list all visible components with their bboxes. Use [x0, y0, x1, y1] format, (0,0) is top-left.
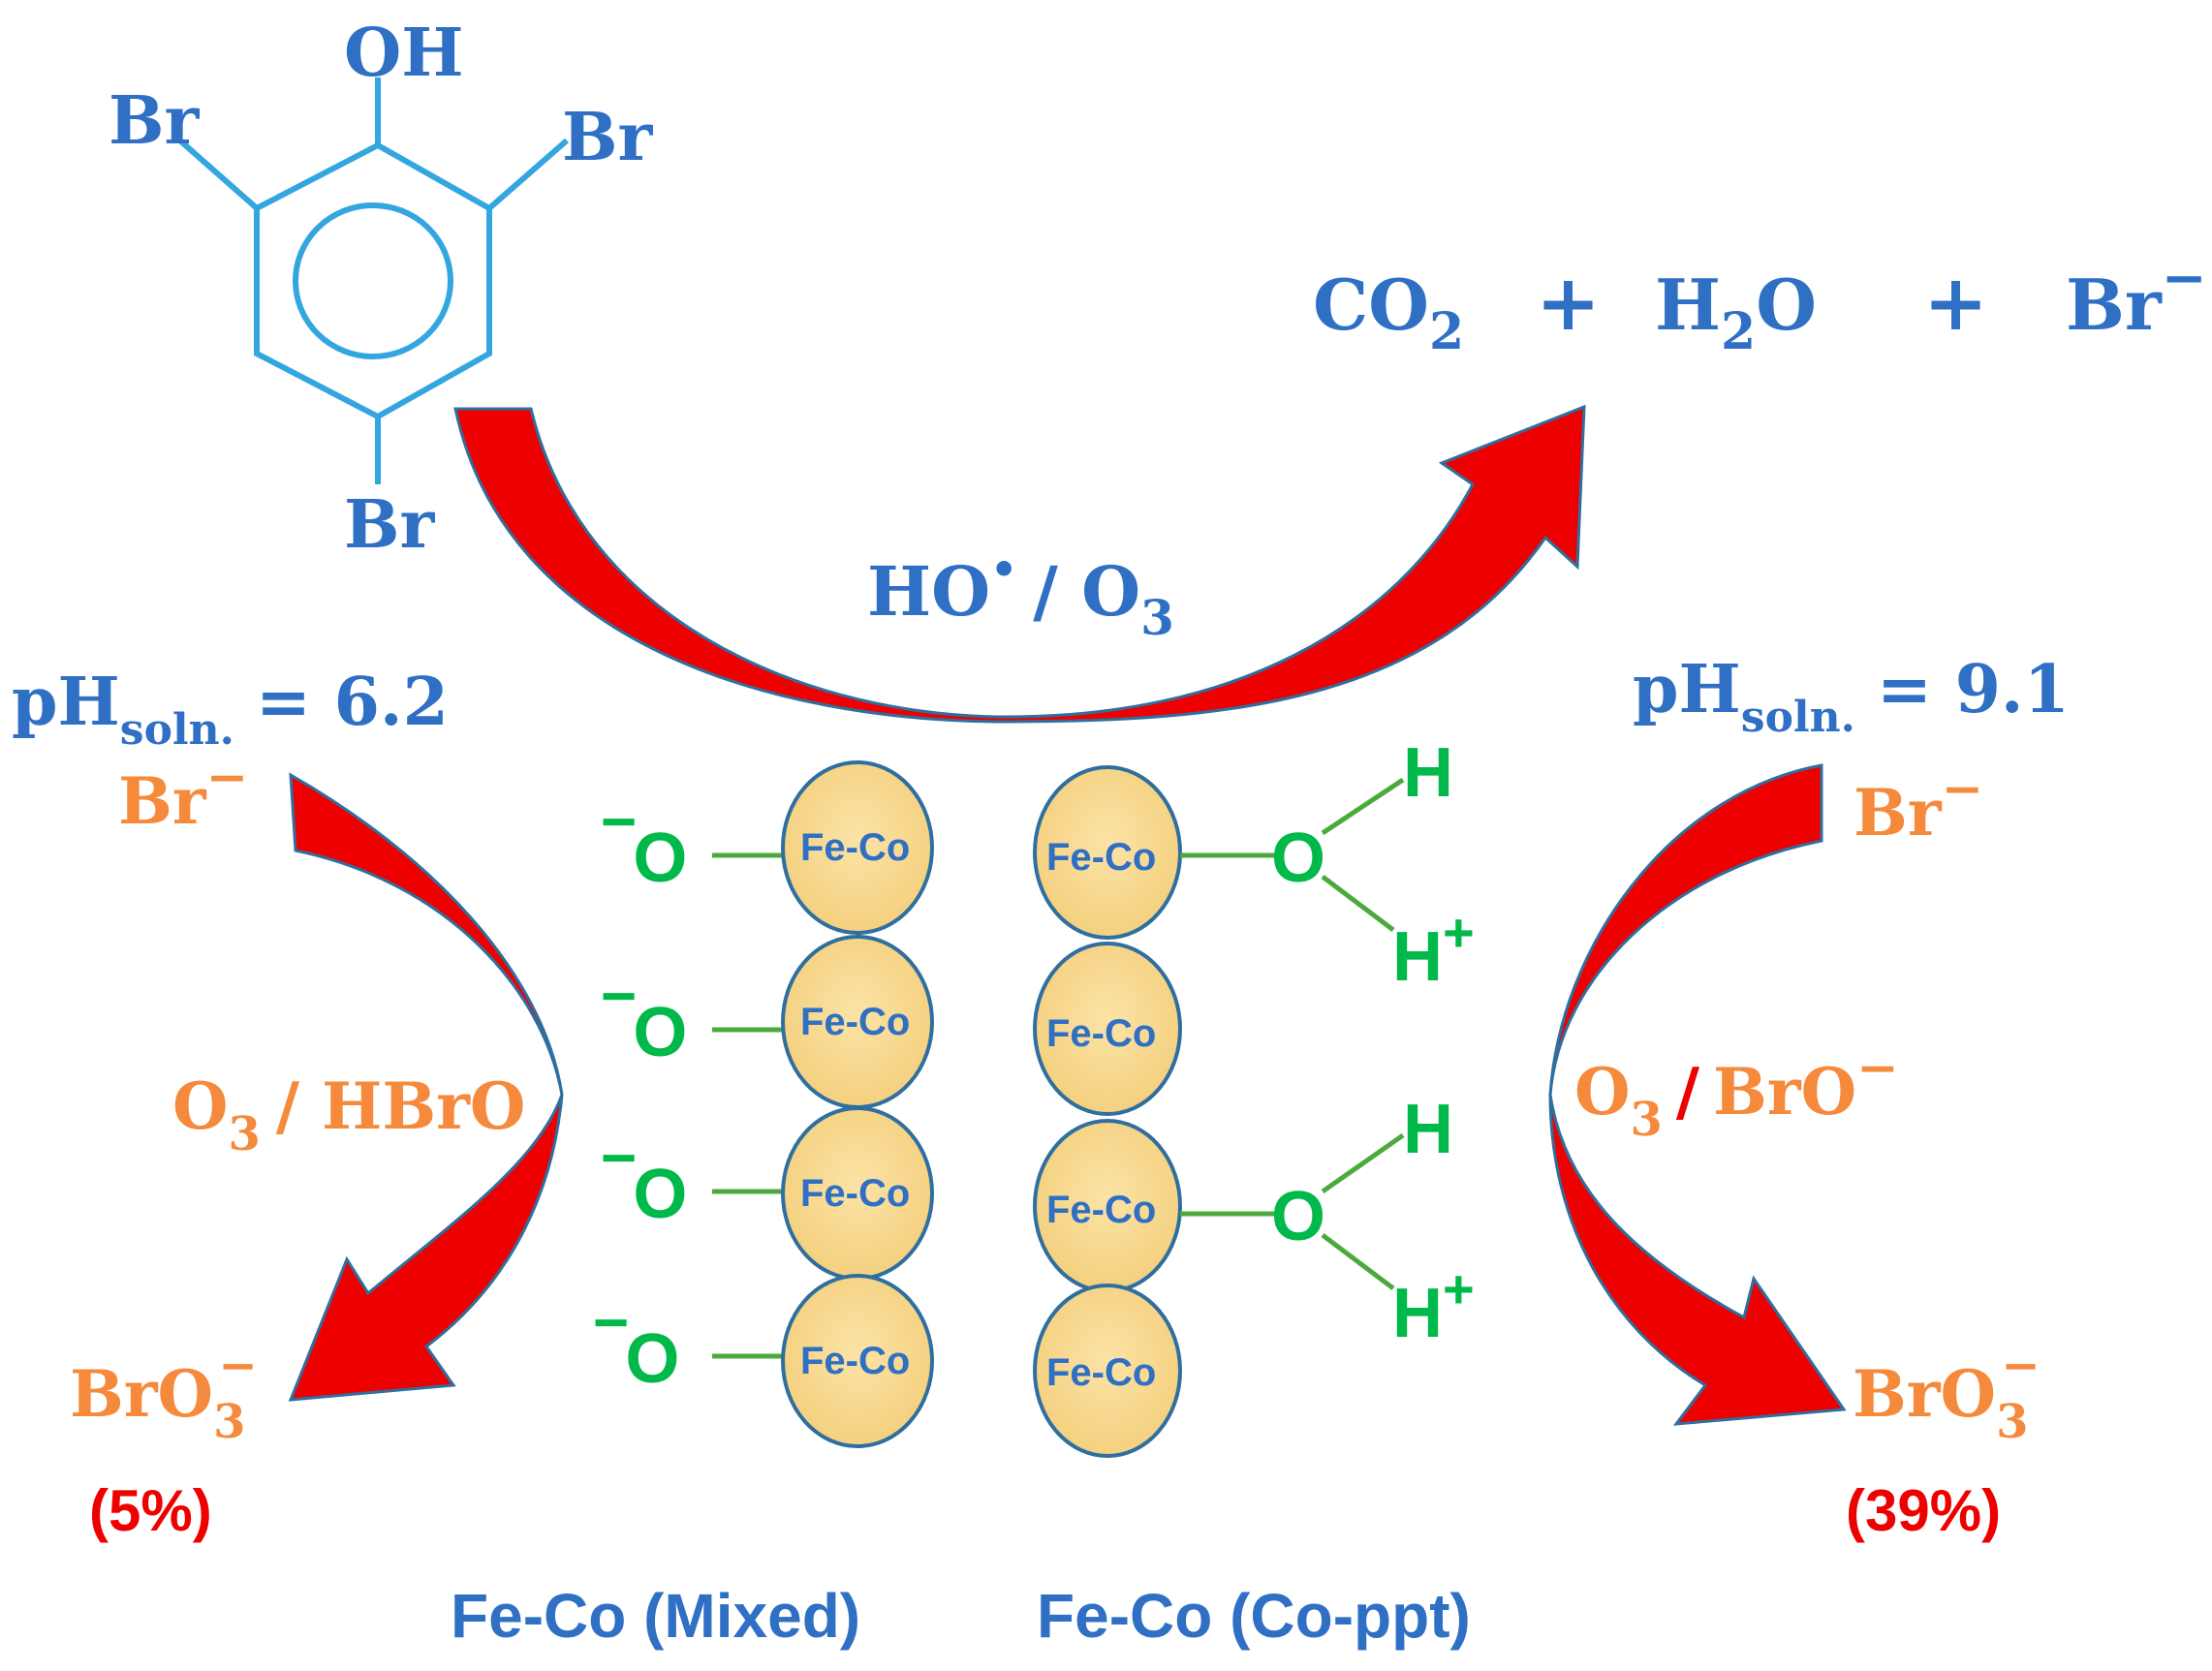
br-left-bond [172, 133, 259, 211]
caption-mixed: Fe-Co (Mixed) [451, 1581, 860, 1651]
right-bromate: BrO3− [1853, 1339, 2041, 1449]
oxide-group: −O [601, 1123, 687, 1233]
fe-co-particle [781, 760, 934, 935]
bromide-product: Br− [2066, 246, 2207, 346]
mixed-particle-column: Fe-Co Fe-Co Fe-Co Fe-Co −O −O −O −O [593, 760, 934, 1448]
right-bromide: Br− [1854, 759, 1983, 851]
br-right-label: Br [562, 99, 653, 176]
caption-coppt: Fe-Co (Co-ppt) [1037, 1581, 1471, 1651]
particle-label: Fe-Co [800, 1340, 910, 1382]
left-bromide: Br− [118, 748, 248, 839]
tribromophenol-molecule [172, 77, 569, 484]
co2-formula: CO2 [1313, 263, 1464, 361]
oxide-group: −O [593, 1287, 679, 1398]
particle-label: Fe-Co [800, 1001, 910, 1043]
fe-co-particle [1033, 942, 1182, 1116]
top-curved-arrow [453, 404, 1586, 724]
oxide-group: −O [601, 787, 687, 897]
hydroxyl-group: O H H+ [1180, 1091, 1475, 1352]
coppt-particle-column: Fe-Co Fe-Co Fe-Co Fe-Co O H H+ O H H+ [1033, 734, 1475, 1458]
fe-co-particle [1033, 1284, 1182, 1458]
plus-sign-1: + [1536, 257, 1601, 348]
h2o-formula: H2O [1655, 263, 1817, 361]
oxidant-label: HO•/ O3 [867, 545, 1174, 646]
right-yield: (39%) [1846, 1478, 2001, 1543]
left-bromate: BrO3− [70, 1339, 258, 1449]
particle-label: Fe-Co [1046, 836, 1156, 879]
oh-label: OH [344, 15, 463, 92]
particle-label: Fe-Co [800, 1172, 910, 1215]
right-reagent: O3/BrO− [1574, 1038, 1899, 1147]
aromatic-circle [293, 202, 453, 359]
left-yield: (5%) [89, 1478, 212, 1543]
fe-co-particle [781, 1274, 934, 1448]
products-equation: CO2 + H2O + Br− [1313, 246, 2207, 361]
left-curved-arrow [288, 772, 564, 1402]
hydroxyl-oxygen: O [1271, 820, 1325, 897]
right-ph-label: pHsoln.= 9.1 [1633, 651, 2070, 742]
benzene-ring [254, 141, 492, 420]
oxide-group: −O [601, 961, 687, 1071]
right-curved-arrow [1548, 763, 1847, 1426]
fe-co-particle [1033, 765, 1182, 940]
hydroxyl-hydrogen: H [1403, 734, 1453, 812]
br-bottom-label: Br [344, 486, 435, 564]
left-ph-label: pHsoln.= 6.2 [12, 664, 449, 755]
br-left-label: Br [109, 82, 200, 160]
hydroxyl-hydrogen: H [1403, 1091, 1453, 1168]
hydroxyl-oxygen: O [1271, 1178, 1325, 1255]
proton: H+ [1392, 1258, 1475, 1352]
particle-label: Fe-Co [1046, 1189, 1156, 1231]
particle-label: Fe-Co [1046, 1351, 1156, 1394]
plus-sign-2: + [1923, 257, 1988, 348]
particle-label: Fe-Co [1046, 1012, 1156, 1055]
left-reagent: O3/ HBrO [172, 1068, 525, 1161]
hydroxyl-group: O H H+ [1180, 734, 1475, 996]
br-right-bond [487, 138, 569, 211]
particle-label: Fe-Co [800, 826, 910, 869]
proton: H+ [1392, 902, 1475, 996]
